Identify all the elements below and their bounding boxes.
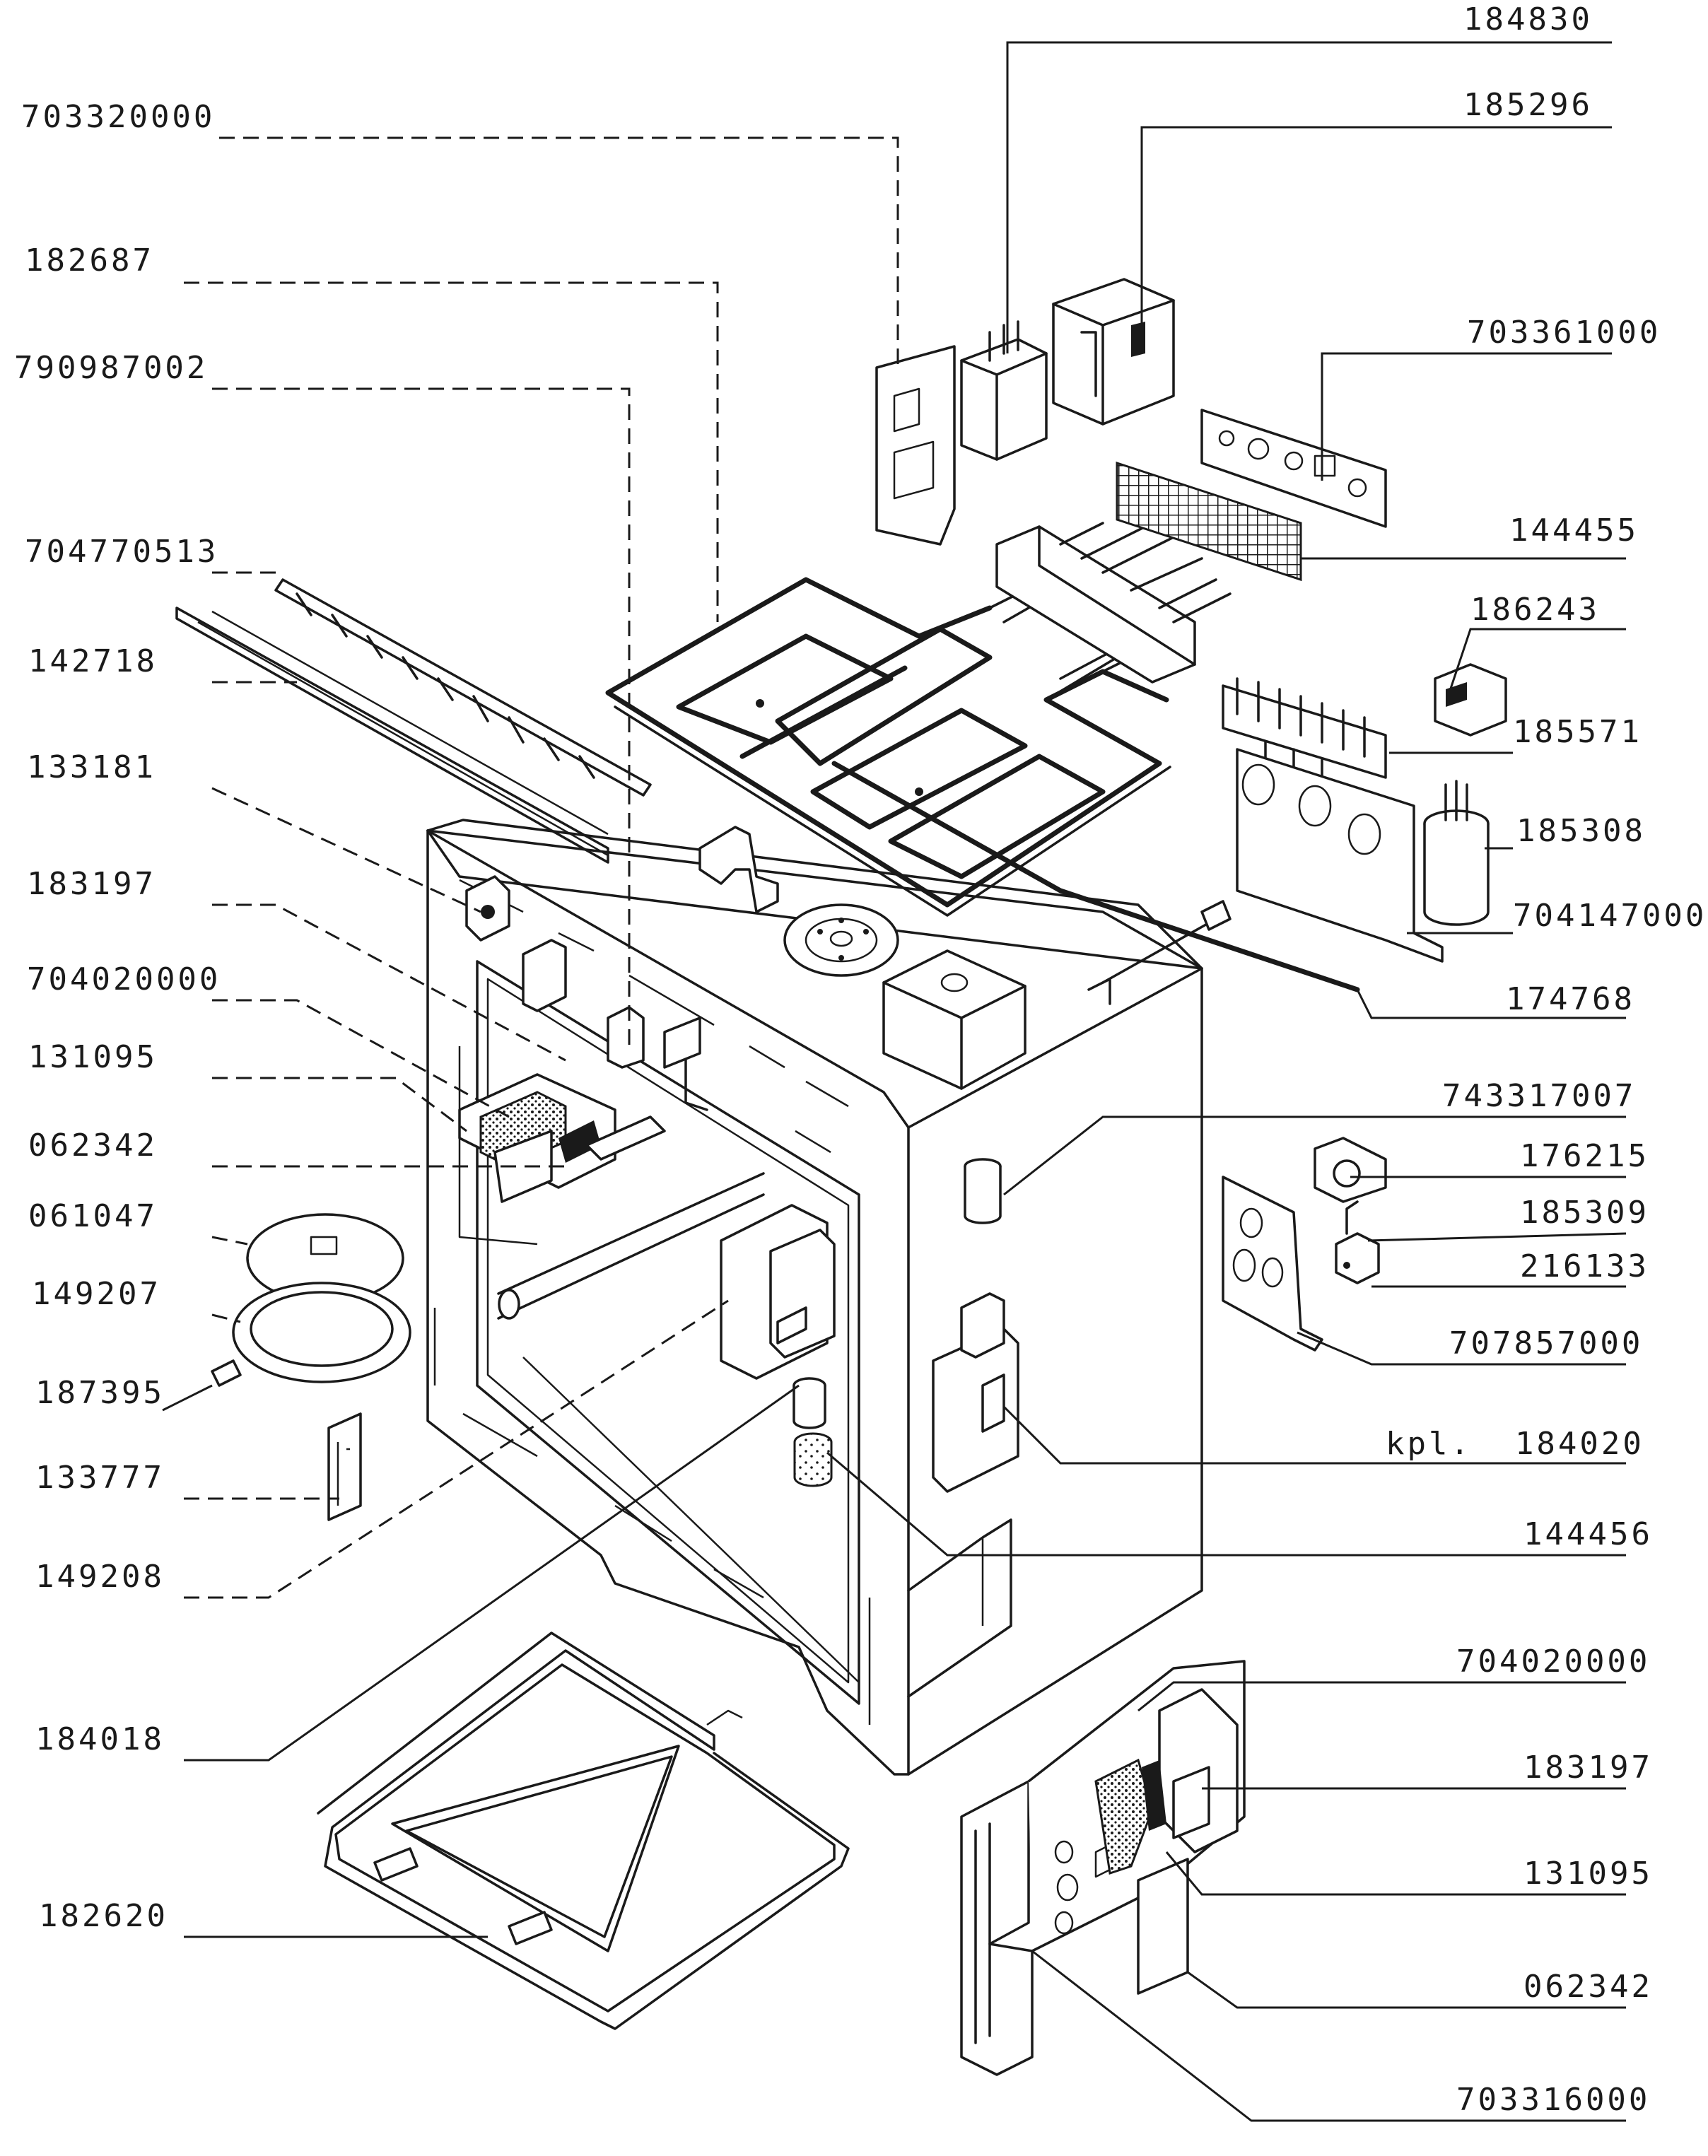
element-terminal-plate bbox=[995, 522, 1232, 684]
cylinder-743317007 bbox=[964, 1158, 1002, 1224]
hinge-133777 bbox=[327, 1412, 362, 1521]
label-704020000-b: 704020000 bbox=[1456, 1644, 1650, 1680]
lower-heating-element-182620 bbox=[317, 1631, 850, 2030]
lamp-144456 bbox=[792, 1377, 833, 1487]
filter-mesh-144455 bbox=[1116, 461, 1302, 582]
label-703361000: 703361000 bbox=[1467, 315, 1661, 351]
label-182687: 182687 bbox=[25, 242, 154, 279]
label-144455: 144455 bbox=[1509, 512, 1639, 549]
label-131095-b: 131095 bbox=[1523, 1856, 1653, 1892]
seal-ring-149207 bbox=[232, 1282, 411, 1383]
rear-plate-062342 bbox=[493, 1130, 553, 1203]
sensor-rod-174768 bbox=[1087, 900, 1232, 1005]
trim-strips bbox=[175, 578, 652, 864]
label-184018: 184018 bbox=[35, 1721, 165, 1757]
label-183197: 183197 bbox=[27, 866, 156, 902]
label-704147000: 704147000 bbox=[1513, 898, 1707, 934]
switch-assembly-184020 bbox=[932, 1292, 1019, 1493]
thermal-switch-176215 bbox=[1314, 1137, 1387, 1203]
terminal-strip-703361000 bbox=[1200, 409, 1387, 528]
label-185308: 185308 bbox=[1516, 813, 1646, 849]
door-seal-149208 bbox=[720, 1204, 836, 1380]
label-142718: 142718 bbox=[28, 643, 158, 679]
label-184830: 184830 bbox=[1463, 1, 1593, 37]
label-149208: 149208 bbox=[35, 1559, 165, 1595]
label-704770513: 704770513 bbox=[25, 534, 218, 570]
label-216133: 216133 bbox=[1520, 1248, 1649, 1284]
motor-block bbox=[882, 949, 1026, 1090]
label-183197-b: 183197 bbox=[1523, 1750, 1653, 1786]
label-062342: 062342 bbox=[28, 1127, 158, 1164]
clip-187395 bbox=[211, 1359, 242, 1387]
bracket-707857000 bbox=[1222, 1176, 1323, 1352]
control-bracket-703320000 bbox=[875, 345, 956, 546]
label-062342-b: 062342 bbox=[1523, 1969, 1653, 2005]
label-187395: 187395 bbox=[35, 1375, 165, 1411]
thermostat-block-704020000 bbox=[458, 1073, 666, 1189]
thermostat-186243 bbox=[1434, 663, 1507, 737]
label-185296: 185296 bbox=[1463, 87, 1593, 123]
label-131095: 131095 bbox=[28, 1039, 158, 1075]
lamp-holder-183197 bbox=[522, 939, 708, 1111]
part-labels: 184830 185296 703320000 182687 703361000… bbox=[14, 1, 1707, 2118]
capacitor-185308 bbox=[1423, 780, 1490, 926]
switch-133181 bbox=[465, 875, 510, 942]
label-703320000: 703320000 bbox=[21, 99, 215, 135]
grill-heating-element bbox=[605, 564, 1360, 992]
label-182620: 182620 bbox=[39, 1898, 168, 1934]
label-133181: 133181 bbox=[27, 749, 156, 785]
label-133777: 133777 bbox=[35, 1460, 165, 1496]
label-790987002: 790987002 bbox=[14, 350, 208, 386]
label-149207: 149207 bbox=[32, 1276, 161, 1312]
rear-plate-062342-b bbox=[1137, 1858, 1189, 1995]
oven-cavity bbox=[426, 819, 1203, 1776]
label-185571: 185571 bbox=[1513, 714, 1642, 750]
contactor-185296 bbox=[1052, 278, 1175, 426]
label-kpl-184020: kpl. 184020 bbox=[1386, 1426, 1644, 1462]
label-743317007: 743317007 bbox=[1442, 1078, 1636, 1114]
switch-block-185571 bbox=[1222, 677, 1387, 797]
mounting-plate-704147000 bbox=[1236, 748, 1444, 963]
fan-cover bbox=[783, 903, 899, 977]
thermostat-block-704020000-b bbox=[1094, 1688, 1239, 1875]
top-bracket bbox=[698, 826, 779, 913]
label-061047: 061047 bbox=[28, 1198, 158, 1234]
relay-184830 bbox=[960, 320, 1048, 461]
label-185309: 185309 bbox=[1520, 1195, 1649, 1231]
label-704020000: 704020000 bbox=[27, 961, 221, 997]
label-174768: 174768 bbox=[1506, 981, 1635, 1017]
leader-lines bbox=[162, 41, 1627, 2122]
label-186243: 186243 bbox=[1470, 592, 1600, 628]
label-707857000: 707857000 bbox=[1449, 1325, 1643, 1361]
label-176215: 176215 bbox=[1520, 1138, 1649, 1174]
terminal-185309-216133 bbox=[1335, 1200, 1380, 1284]
label-144456: 144456 bbox=[1523, 1516, 1653, 1552]
label-703316000: 703316000 bbox=[1456, 2082, 1650, 2118]
